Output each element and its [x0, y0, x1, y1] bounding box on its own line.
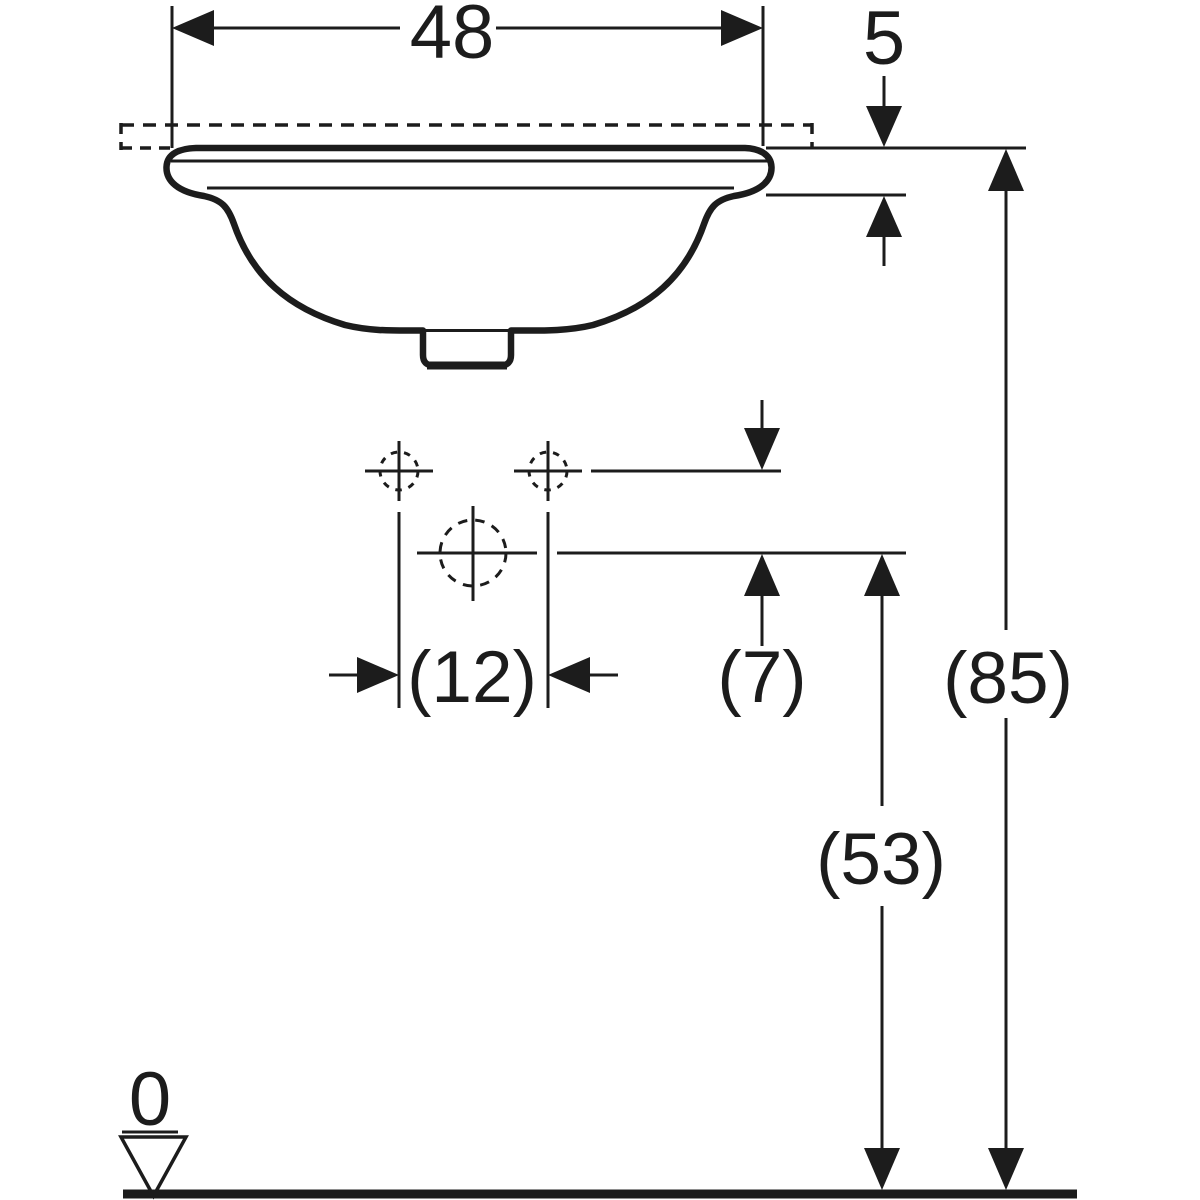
floor-datum: 0: [118, 1057, 189, 1200]
floor-datum-label: 0: [129, 1057, 171, 1142]
arrowhead-up: [988, 149, 1024, 191]
datum-triangle-icon: [118, 1135, 189, 1200]
dim-overall-width: 48: [170, 0, 765, 148]
dim-drain-height-from-floor: (53): [816, 554, 946, 1190]
arrowhead-right: [721, 10, 763, 46]
arrowhead-up: [866, 196, 902, 237]
arrowhead-down: [988, 1148, 1024, 1190]
dim-rim-height-from-floor: (85): [943, 149, 1073, 1190]
arrowhead-up: [744, 554, 780, 596]
countertop-hidden-outline: [119, 123, 814, 150]
tap-hole-left: [365, 441, 433, 501]
arrowhead-down: [744, 428, 780, 470]
arrowhead-down: [866, 106, 902, 147]
dim-rim-height: 5: [863, 0, 905, 266]
dim-rim-height-from-floor-label: (85): [943, 638, 1073, 719]
dim-overall-width-label: 48: [410, 0, 495, 75]
dim-drain-height-from-floor-label: (53): [816, 819, 946, 900]
dim-drain-offset: (7): [717, 400, 807, 718]
dim-tap-hole-spacing-label: (12): [407, 637, 537, 718]
arrowhead-right: [357, 657, 399, 693]
tap-hole-right: [514, 441, 582, 501]
arrowhead-down: [864, 1148, 900, 1190]
dim-drain-offset-label: (7): [717, 637, 806, 718]
washbasin: [163, 144, 775, 370]
dim-rim-height-label: 5: [863, 0, 905, 81]
drain-connection: [417, 506, 537, 601]
dim-tap-hole-spacing: (12): [329, 512, 618, 718]
arrowhead-left: [172, 10, 214, 46]
washbasin-outline: [163, 144, 775, 369]
arrowhead-up: [864, 554, 900, 596]
arrowhead-left: [548, 657, 590, 693]
